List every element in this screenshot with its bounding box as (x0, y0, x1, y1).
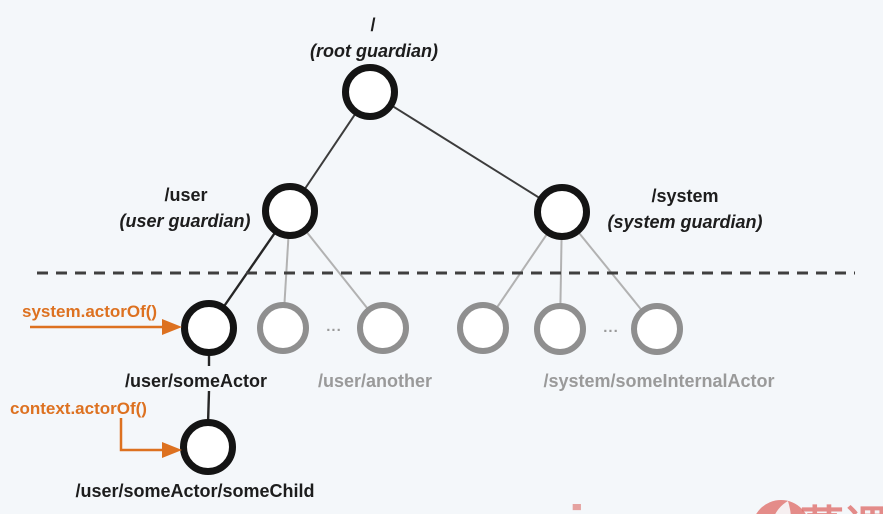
system-internal-node-2 (534, 303, 586, 355)
system-ellipsis-label: ... (603, 319, 619, 336)
context-actorof-arrowhead-icon (162, 442, 182, 458)
user-guardian-node (262, 183, 318, 239)
user-other-actor-node-1 (257, 302, 309, 354)
system-actorof-label: system.actorOf() (22, 302, 157, 321)
system-guardian-node (534, 184, 590, 240)
system-actorof-arrowhead-icon (162, 319, 182, 335)
system-path-label: /system (651, 186, 718, 206)
another-path-label: /user/another (318, 371, 432, 391)
root-guardian-node (342, 64, 398, 120)
user-ellipsis-label: ... (326, 318, 342, 335)
system-guardian-label: (system guardian) (607, 212, 762, 232)
some-internal-path-label: /system/someInternalActor (543, 371, 774, 391)
context-actorof-label: context.actorOf() (10, 399, 147, 418)
some-actor-node (181, 300, 237, 356)
some-child-path-label: /user/someActor/someChild (75, 481, 314, 501)
watermark-logo-text: 慕课网 (800, 503, 883, 514)
some-child-node (180, 419, 236, 475)
system-internal-node-3 (631, 303, 683, 355)
edge-root-to-system (369, 91, 563, 213)
edge-someactor-to-somechild-bottom (206, 390, 211, 425)
imooc-logo-flame-icon (775, 501, 791, 514)
user-other-actor-node-2 (357, 302, 409, 354)
user-guardian-label: (user guardian) (119, 211, 250, 231)
some-actor-path-label: /user/someActor (125, 371, 267, 391)
system-internal-node-1 (457, 302, 509, 354)
root-path-label: / (370, 15, 375, 35)
context-actorof-arrow-line (119, 418, 166, 452)
user-path-label: /user (164, 185, 207, 205)
root-guardian-label: (root guardian) (310, 41, 438, 61)
